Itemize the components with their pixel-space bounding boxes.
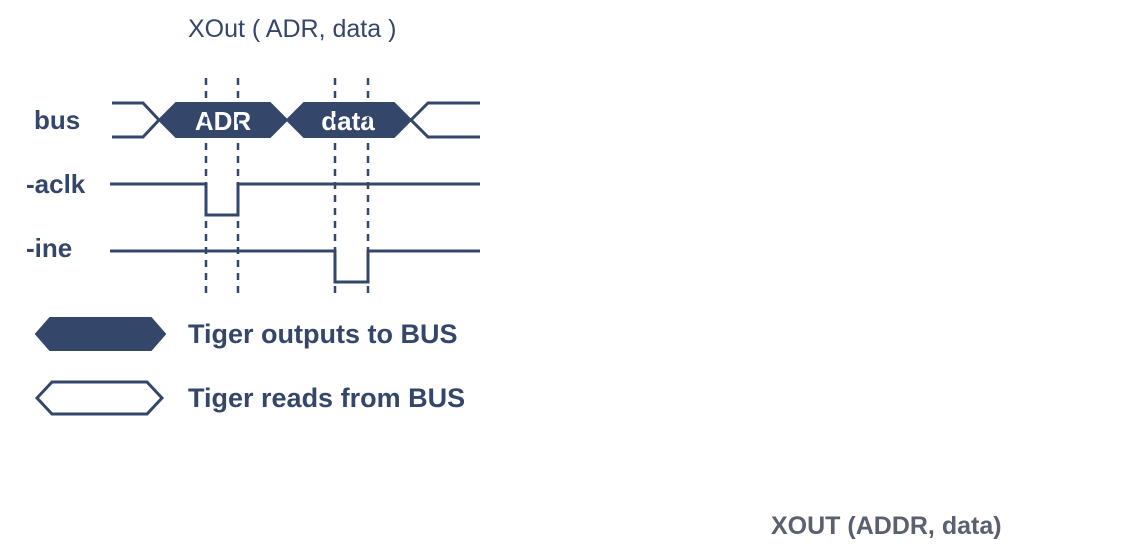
legend-hollow-symbol [34,380,165,416]
figure-caption: XOUT (ADDR, data) [771,512,1002,540]
aclk-waveform [110,182,480,217]
bus-waveform [112,101,480,139]
legend: Tiger outputs to BUS Tiger reads from BU… [34,317,465,416]
legend-reads-label: Tiger reads from BUS [188,383,465,413]
legend-filled-symbol [34,317,167,351]
signal-label-aclk: -aclk [26,169,86,199]
legend-outputs-label: Tiger outputs to BUS [188,319,458,349]
signal-label-ine: -ine [26,233,72,263]
ine-waveform [110,249,480,284]
bus-segment-adr-label: ADR [195,106,252,136]
signal-label-bus: bus [34,105,80,135]
diagram-title: XOut ( ADR, data ) [188,15,396,43]
timing-markers [204,78,370,297]
bus-segment-data-label: data [321,106,375,136]
